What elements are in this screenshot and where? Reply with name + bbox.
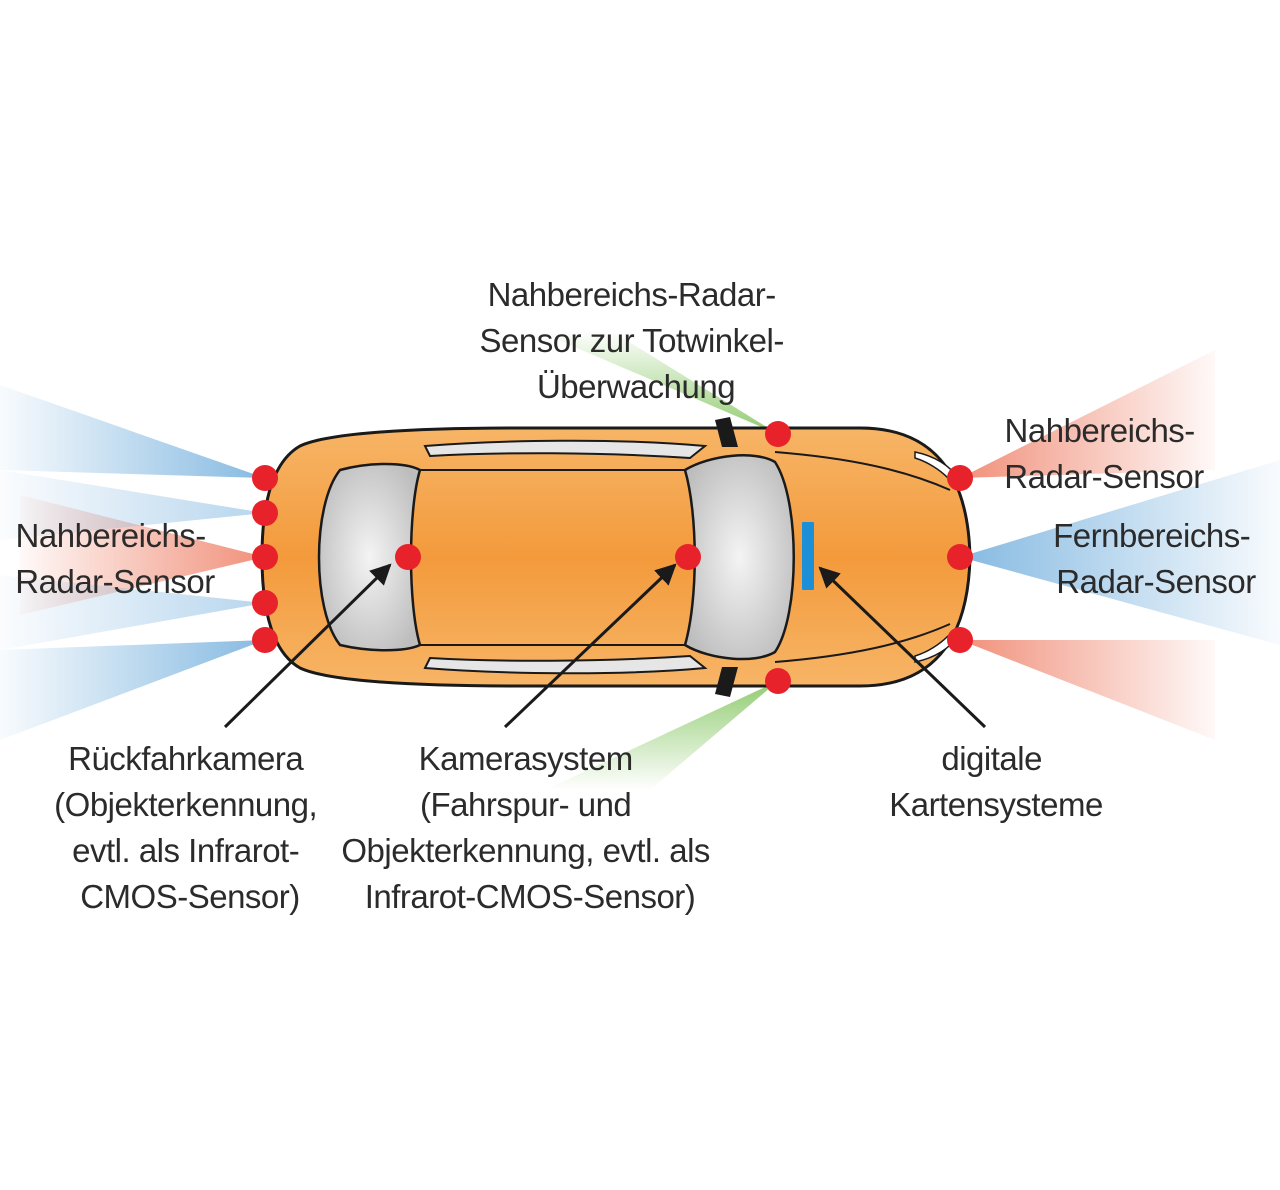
- sensor-dot-icon: [252, 500, 278, 526]
- pointer-arrow-icon: [223, 563, 392, 729]
- label-line: (Fahrspur- und: [420, 786, 631, 823]
- mirror-bottom-icon: [715, 667, 738, 697]
- pointer-arrow-icon: [503, 563, 677, 729]
- label-camera-system: Kamerasystem (Fahrspur- und Objekterkenn…: [341, 740, 718, 915]
- labels: Nahbereichs-Radar- Sensor zur Totwinkel-…: [15, 276, 1259, 915]
- rear-long-radar-beam-lower: [0, 640, 265, 740]
- side-window-bottom: [423, 654, 708, 675]
- label-digital-maps: digitale Kartensysteme: [889, 740, 1103, 823]
- mirror-top-icon: [715, 417, 738, 447]
- rear-long-radar-beam-upper: [0, 385, 265, 478]
- front-long-radar-beam: [960, 460, 1280, 645]
- car-top-view: [260, 417, 972, 697]
- front-short-radar-beam-lower: [960, 640, 1215, 740]
- sensor-dot-icon: [947, 544, 973, 570]
- car-body: [260, 426, 972, 688]
- label-line: Radar-Sensor: [1004, 458, 1204, 495]
- blind-spot-beam-top: [535, 330, 778, 434]
- sensor-dot-icon: [252, 465, 278, 491]
- label-right-long-radar: Fernbereichs- Radar-Sensor: [1053, 517, 1259, 600]
- label-line: CMOS-Sensor): [80, 878, 300, 915]
- sensor-dot-icon: [947, 465, 973, 491]
- side-window-top: [423, 439, 708, 460]
- coverage-beams: [0, 330, 1280, 790]
- label-line: digitale: [941, 740, 1042, 777]
- label-line: Nahbereichs-Radar-: [488, 276, 776, 313]
- front-short-radar-beam-upper: [960, 350, 1215, 478]
- label-line: Überwachung: [537, 368, 735, 405]
- label-line: Fernbereichs-: [1053, 517, 1250, 554]
- label-line: evtl. als Infrarot-: [72, 832, 299, 869]
- label-line: Radar-Sensor: [1056, 563, 1256, 600]
- windshield: [683, 454, 795, 661]
- sensor-dot-icon: [252, 627, 278, 653]
- sensor-dot-icon: [675, 544, 701, 570]
- sensor-dot-icon: [947, 627, 973, 653]
- label-line: (Objekterkennung,: [54, 786, 317, 823]
- label-line: Rückfahrkamera: [68, 740, 304, 777]
- rear-long-radar-beam-mid-upper: [0, 470, 265, 540]
- sensor-dot-icon: [252, 544, 278, 570]
- sensor-dot-icon: [395, 544, 421, 570]
- rear-window: [317, 462, 422, 652]
- sensor-dot-icon: [252, 590, 278, 616]
- hood-line-top: [774, 451, 951, 491]
- label-line: Objekterkennung, evtl. als: [341, 832, 710, 869]
- label-top-blind-spot: Nahbereichs-Radar- Sensor zur Totwinkel-…: [479, 276, 792, 405]
- label-line: Kamerasystem: [419, 740, 633, 777]
- sensor-dot-icon: [765, 668, 791, 694]
- pointer-arrow-icon: [818, 566, 987, 729]
- sensor-dot-icon: [765, 421, 791, 447]
- pointer-arrows: [223, 563, 987, 729]
- label-line: Nahbereichs-: [1005, 412, 1195, 449]
- label-left-short-radar: Nahbereichs- Radar-Sensor: [15, 517, 215, 600]
- sensors: [252, 421, 973, 694]
- rear-long-radar-beam-mid-lower: [0, 575, 265, 650]
- label-line: Kartensysteme: [889, 786, 1103, 823]
- label-line: Nahbereichs-: [16, 517, 206, 554]
- label-line: Sensor zur Totwinkel-: [479, 322, 783, 359]
- label-line: Infrarot-CMOS-Sensor): [365, 878, 696, 915]
- label-rear-camera: Rückfahrkamera (Objekterkennung, evtl. a…: [54, 740, 326, 915]
- label-line: Radar-Sensor: [15, 563, 215, 600]
- navigation-unit-icon: [802, 522, 814, 590]
- hood-line-bottom: [774, 623, 951, 663]
- label-right-short-radar: Nahbereichs- Radar-Sensor: [1004, 412, 1204, 495]
- blind-spot-beam-bottom: [545, 681, 778, 790]
